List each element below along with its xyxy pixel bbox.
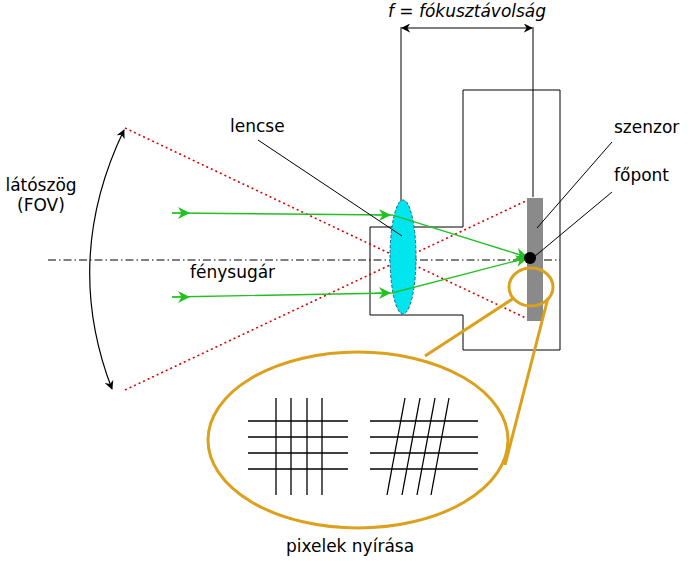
caption-label: pixelek nyírása: [286, 537, 414, 557]
grid-line: [248, 420, 348, 421]
fov-angle-arc: [90, 130, 124, 389]
part-label: szenzor: [614, 118, 679, 138]
ray-arrowhead: [172, 213, 184, 214]
ray-arrowhead: [512, 260, 522, 263]
focal-bracket-line: [533, 27, 534, 197]
ray-arrowhead: [172, 297, 184, 298]
part-label: fénysugár: [190, 263, 275, 283]
light-ray: [172, 213, 527, 257]
light-ray: [172, 258, 527, 297]
grid-line: [275, 398, 276, 495]
zoom-ellipse: [208, 352, 508, 528]
camera-housing: [370, 90, 560, 350]
focal-length-arrow: [402, 27, 532, 28]
grid-line: [402, 398, 420, 495]
principal-point: [524, 252, 536, 264]
grid-line: [321, 398, 322, 495]
ray-arrowhead: [375, 215, 385, 216]
grid-line: [370, 468, 478, 469]
focal-bracket-line: [401, 27, 402, 202]
leader-line: [537, 142, 612, 228]
grid-line: [387, 398, 405, 495]
grid-line: [248, 436, 348, 437]
ray-arrowhead: [375, 293, 385, 294]
grid-line: [248, 452, 348, 453]
part-label: főpont: [614, 166, 669, 186]
grid-line: [417, 398, 435, 495]
ray-arrowhead: [512, 253, 522, 256]
grid-line: [431, 398, 449, 495]
part-label: lencse: [230, 117, 285, 137]
grid-line: [370, 420, 478, 421]
grid-line: [248, 468, 348, 469]
grid-line: [306, 398, 307, 495]
grid-line: [370, 436, 478, 437]
optical-axis: [48, 260, 560, 261]
grid-line: [370, 452, 478, 453]
fov-line: [125, 128, 530, 320]
leader-line: [258, 140, 402, 236]
lens: [390, 200, 416, 314]
zoom-line: [505, 298, 548, 465]
grid-line: [290, 398, 291, 495]
leader-line: [534, 192, 612, 257]
pixel-grids: [248, 398, 478, 495]
zoom-line: [425, 298, 514, 356]
dimension-label: f = fókusztávolság: [388, 2, 546, 22]
angle-label: látószög (FOV): [2, 176, 80, 215]
